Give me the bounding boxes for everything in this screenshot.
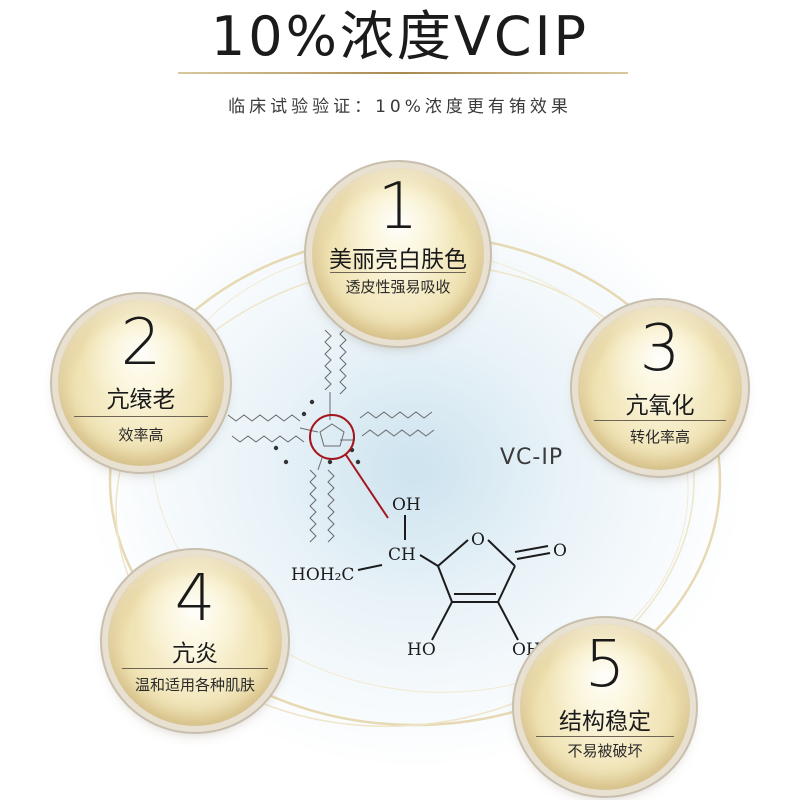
bubble-title: 亢缞老 <box>106 387 176 413</box>
feature-bubble-2: 2 亢缞老 效率高 <box>58 300 224 466</box>
atom-oh-top: OH <box>392 495 421 515</box>
bubble-subtitle: 温和适用各种肌肤 <box>134 676 255 694</box>
bubble-divider <box>536 736 674 737</box>
feature-bubble-5: 5 结构稳定 不易被破坏 <box>520 624 690 790</box>
bubble-subtitle: 不易被破坏 <box>567 742 643 760</box>
bubble-title: 亢炎 <box>172 641 218 667</box>
lipid-ester-dots <box>273 399 361 465</box>
bubble-number: 1 <box>377 170 419 244</box>
feature-bubble-1: 1 美丽亮白肤色 透皮性强易吸收 <box>312 168 484 340</box>
atom-ch: CH <box>388 545 416 565</box>
bubble-number: 3 <box>639 312 681 386</box>
compound-label: VC-IP <box>500 445 563 470</box>
bubble-number: 5 <box>584 628 626 702</box>
highlight-circle <box>309 414 355 460</box>
atom-labels: OH CH O O HOH₂C HO OH <box>291 495 567 660</box>
atom-oh-right: OH <box>512 640 541 660</box>
atom-o-ring: O <box>471 530 485 550</box>
bubble-divider <box>594 420 726 421</box>
bubble-subtitle: 效率高 <box>118 426 164 444</box>
feature-bubble-3: 3 亢氧化 转化率高 <box>578 306 742 470</box>
page-title: 10%浓度VCIP <box>210 5 590 68</box>
bubble-title: 美丽亮白肤色 <box>329 247 467 273</box>
bubble-divider <box>122 668 268 669</box>
feature-bubble-4: 4 亢炎 温和适用各种肌肤 <box>108 556 282 726</box>
lipid-chains <box>227 309 435 543</box>
bubble-number: 4 <box>174 562 216 636</box>
ascorbic-acid-structure <box>357 515 551 641</box>
pointer-line <box>345 454 389 519</box>
bubble-divider <box>74 416 208 417</box>
bubble-subtitle: 转化率高 <box>629 428 690 446</box>
bubble-title: 亢氧化 <box>625 393 695 419</box>
bubble-subtitle: 透皮性强易吸收 <box>345 278 451 296</box>
bubble-title: 结构稳定 <box>559 709 651 735</box>
atom-o-carbonyl: O <box>553 541 567 561</box>
atom-ho-left: HO <box>407 640 436 660</box>
atom-hoh2c: HOH₂C <box>291 565 354 585</box>
bubble-divider <box>330 272 466 273</box>
bubble-number: 2 <box>120 306 162 380</box>
title-divider <box>178 72 628 74</box>
page-subtitle: 临床试验验证：10%浓度更有铕效果 <box>228 97 572 117</box>
